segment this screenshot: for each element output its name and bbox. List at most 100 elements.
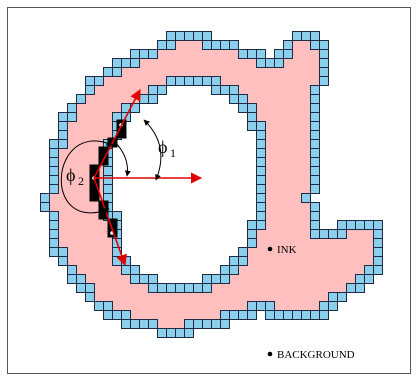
contour-cell bbox=[310, 40, 320, 50]
contour-cell bbox=[85, 85, 95, 95]
contour-cell bbox=[67, 274, 77, 284]
contour-cell bbox=[148, 94, 158, 104]
phi2-label: ϕ bbox=[66, 165, 75, 185]
contour-cell bbox=[229, 85, 239, 95]
contour-cell bbox=[319, 310, 329, 320]
contour-cell bbox=[130, 49, 140, 59]
contour-cell bbox=[256, 49, 266, 59]
contour-cell bbox=[139, 274, 149, 284]
contour-cell bbox=[310, 202, 320, 212]
contour-cell bbox=[328, 301, 338, 311]
contour-cell bbox=[175, 283, 185, 293]
contour-cell bbox=[247, 310, 257, 320]
contour-cell bbox=[184, 31, 194, 41]
contour-cell bbox=[184, 283, 194, 293]
contour-cell bbox=[157, 328, 167, 338]
contour-cell bbox=[166, 328, 176, 338]
phi2-arc bbox=[60, 140, 113, 214]
contour-cell bbox=[58, 130, 68, 140]
contour-cell bbox=[202, 283, 212, 293]
contour-cell bbox=[166, 40, 176, 50]
contour-cell bbox=[301, 310, 311, 320]
contour-cell bbox=[373, 247, 383, 257]
contour-cell bbox=[130, 58, 140, 68]
ink-dot bbox=[267, 246, 273, 252]
contour-cell bbox=[274, 49, 284, 59]
contour-cell bbox=[49, 139, 59, 149]
background-label: BACKGROUND bbox=[277, 349, 355, 361]
contour-cell bbox=[121, 58, 131, 68]
phi1-arc bbox=[143, 119, 162, 181]
contour-cell bbox=[364, 265, 374, 275]
contour-cell bbox=[193, 76, 203, 86]
contour-cell bbox=[247, 49, 257, 59]
contour-cell bbox=[121, 310, 131, 320]
phi1-subscript: 1 bbox=[170, 146, 176, 160]
contour-cell bbox=[49, 166, 59, 176]
contour-cell bbox=[184, 319, 194, 329]
contour-cell bbox=[112, 58, 122, 68]
contour-cell bbox=[373, 220, 383, 230]
contour-cell bbox=[85, 283, 95, 293]
contour-cell bbox=[247, 229, 257, 239]
contour-cell bbox=[256, 121, 266, 131]
contour-cell bbox=[373, 256, 383, 266]
contour-cell bbox=[265, 310, 275, 320]
contour-cell bbox=[157, 85, 167, 95]
ink-label: INK bbox=[277, 244, 297, 256]
contour-cell bbox=[310, 229, 320, 239]
contour-cell bbox=[292, 310, 302, 320]
contour-cell bbox=[220, 85, 230, 95]
contour-cell bbox=[148, 85, 158, 95]
contour-cell bbox=[292, 31, 302, 41]
contour-cell bbox=[256, 148, 266, 158]
contour-cell bbox=[229, 256, 239, 266]
contour-cell bbox=[202, 319, 212, 329]
contour-cell bbox=[40, 193, 50, 203]
contour-cell bbox=[220, 310, 230, 320]
contour-cell bbox=[193, 31, 203, 41]
contour-cell bbox=[364, 220, 374, 230]
contour-cell bbox=[238, 256, 248, 266]
contour-cell bbox=[157, 283, 167, 293]
contour-cell bbox=[274, 58, 284, 68]
contour-cell bbox=[220, 265, 230, 275]
contour-cell bbox=[256, 139, 266, 149]
contour-cell bbox=[58, 121, 68, 131]
contour-cell bbox=[139, 319, 149, 329]
contour-cell bbox=[175, 31, 185, 41]
contour-cell bbox=[184, 328, 194, 338]
contour-cell bbox=[157, 40, 167, 50]
contour-cell bbox=[211, 274, 221, 284]
contour-cell bbox=[355, 220, 365, 230]
contour-cell bbox=[103, 184, 113, 194]
contour-cell bbox=[49, 184, 59, 194]
contour-cell bbox=[355, 274, 365, 284]
contour-cell bbox=[103, 67, 113, 77]
contour-cell bbox=[166, 31, 176, 41]
contour-cell bbox=[67, 103, 77, 113]
contour-cell bbox=[112, 310, 122, 320]
contour-cell bbox=[103, 166, 113, 176]
inner-angle-arc bbox=[114, 141, 131, 177]
contour-cell bbox=[310, 148, 320, 158]
contour-cell bbox=[310, 139, 320, 149]
contour-cell bbox=[229, 94, 239, 104]
contour-cell bbox=[148, 283, 158, 293]
contour-cell bbox=[256, 220, 266, 230]
contour-cell bbox=[301, 31, 311, 41]
contour-cell bbox=[229, 40, 239, 50]
contour-cell bbox=[193, 319, 203, 329]
contour-cell bbox=[148, 274, 158, 284]
contour-cell bbox=[202, 31, 212, 41]
contour-cell bbox=[256, 166, 266, 176]
contour-cell bbox=[202, 274, 212, 284]
contour-cell bbox=[238, 247, 248, 257]
contour-cell bbox=[175, 76, 185, 86]
contour-cell bbox=[67, 112, 77, 122]
contour-cell bbox=[49, 157, 59, 167]
contour-cell bbox=[85, 292, 95, 302]
background-dot bbox=[267, 351, 273, 357]
contour-cell bbox=[256, 184, 266, 194]
